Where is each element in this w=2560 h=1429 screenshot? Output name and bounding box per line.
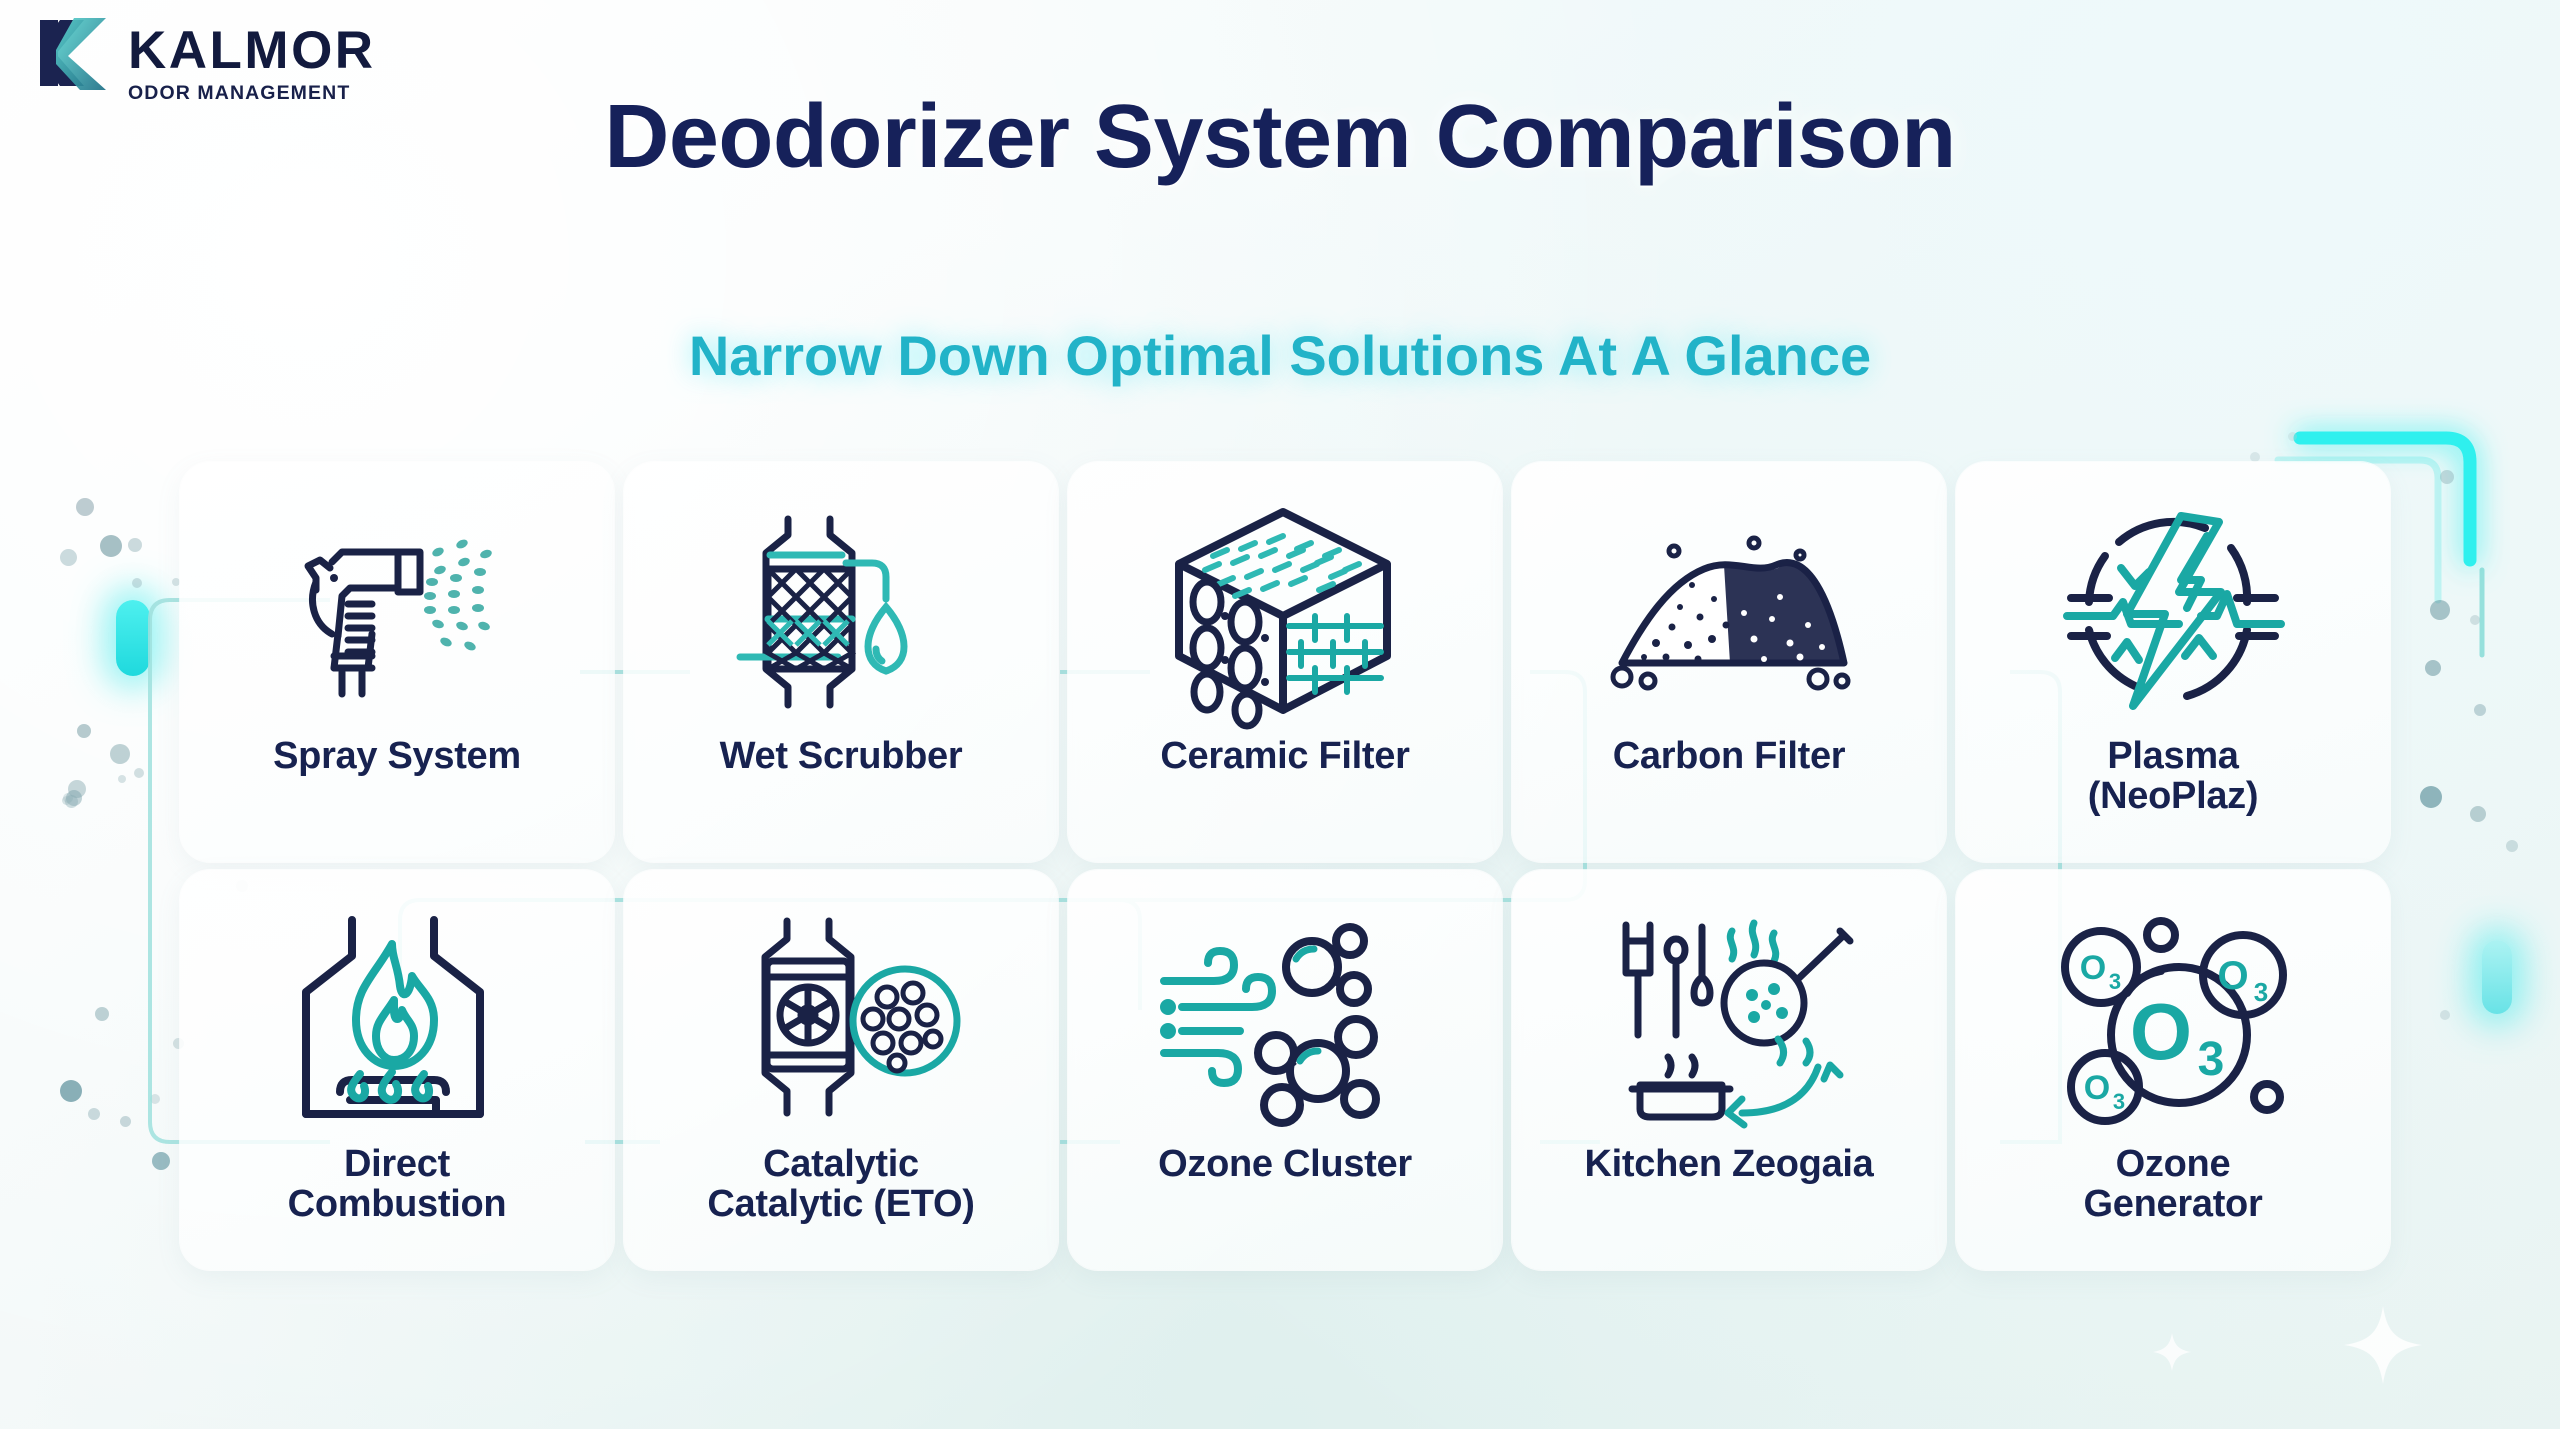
card-direct-combustion[interactable]: Direct Combustion	[180, 870, 614, 1270]
page-subtitle: Narrow Down Optimal Solutions At A Glanc…	[688, 324, 1872, 387]
plasma-lightning-icon	[2061, 486, 2286, 736]
glow-capsule-left	[116, 600, 150, 676]
card-ceramic-filter[interactable]: Ceramic Filter	[1068, 462, 1502, 862]
card-label: Carbon Filter	[1612, 735, 1846, 777]
card-spray-system[interactable]: Spray System	[180, 462, 614, 862]
card-ozone-cluster[interactable]: Ozone Cluster	[1068, 870, 1502, 1270]
o3-tr-sub: 3	[2254, 977, 2268, 1007]
card-ozone-generator[interactable]: O 3 O 3 O 3 O 3 Ozone Generator	[1956, 870, 2390, 1270]
card-label: Ceramic Filter	[1160, 735, 1410, 777]
card-label: Spray System	[273, 735, 521, 777]
scrubber-tower-icon	[726, 486, 956, 736]
kalmor-k-logo-icon	[34, 14, 112, 92]
card-label: Ozone Cluster	[1158, 1143, 1412, 1185]
porous-cube-icon	[1165, 486, 1405, 736]
card-plasma-neoplaz[interactable]: Plasma (NeoPlaz)	[1956, 462, 2390, 862]
carbon-granule-pile-icon	[1604, 486, 1854, 736]
card-carbon-filter[interactable]: Carbon Filter	[1512, 462, 1946, 862]
sparkle-small-icon	[2150, 1330, 2194, 1374]
card-wet-scrubber[interactable]: Wet Scrubber	[624, 462, 1058, 862]
catalytic-reactor-icon	[721, 894, 961, 1144]
brand-tagline: ODOR MANAGEMENT	[128, 82, 351, 104]
card-label: Kitchen Zeogaia	[1584, 1143, 1874, 1185]
corner-bracket-glow	[2270, 420, 2550, 658]
card-label: Plasma (NeoPlaz)	[2087, 735, 2259, 818]
card-label: Catalytic Catalytic (ETO)	[707, 1143, 975, 1226]
card-label: Wet Scrubber	[719, 735, 963, 777]
page-title: Deodorizer System Comparison	[604, 87, 1956, 187]
o3-bl-label: O	[2084, 1069, 2110, 1107]
card-label: Ozone Generator	[2083, 1143, 2263, 1226]
o3-bl-sub: 3	[2113, 1089, 2125, 1114]
o3-big-sub: 3	[2198, 1033, 2225, 1086]
cards-grid: Spray System	[180, 462, 2390, 1270]
sparkle-icon	[2338, 1300, 2428, 1390]
glow-capsule-right	[2482, 940, 2512, 1014]
card-catalytic-eto[interactable]: Catalytic Catalytic (ETO)	[624, 870, 1058, 1270]
o3-big-label: O	[2130, 987, 2192, 1076]
o3-tr-label: O	[2217, 954, 2248, 998]
airflow-molecule-icon	[1160, 894, 1410, 1144]
o3-tl-label: O	[2080, 949, 2106, 987]
card-label: Direct Combustion	[287, 1143, 507, 1226]
o3-tl-sub: 3	[2109, 969, 2121, 994]
spray-gun-icon	[272, 486, 522, 736]
card-kitchen-zeogaia[interactable]: Kitchen Zeogaia	[1512, 870, 1946, 1270]
furnace-flame-icon	[282, 894, 512, 1144]
kitchen-utensils-icon	[1602, 894, 1857, 1144]
brand-logo: KALMOR ODOR MANAGEMENT	[34, 14, 376, 105]
brand-name: KALMOR	[128, 21, 376, 80]
o3-bubbles-icon: O 3 O 3 O 3 O 3	[2053, 894, 2293, 1144]
